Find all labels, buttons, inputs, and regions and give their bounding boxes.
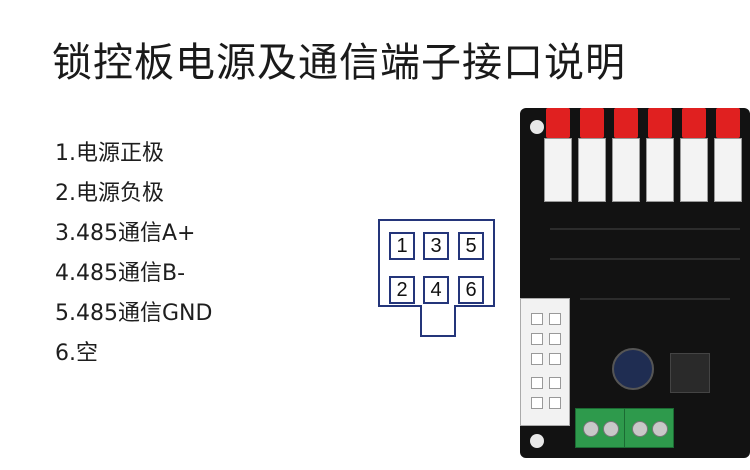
pin-2: 2 bbox=[389, 276, 415, 304]
regulator-chip bbox=[670, 353, 710, 393]
connector-key-tab bbox=[420, 305, 456, 337]
pcb-trace bbox=[550, 228, 740, 230]
mount-hole bbox=[530, 434, 544, 448]
green-terminal-block bbox=[624, 408, 674, 448]
white-connector bbox=[612, 138, 640, 202]
pin-5: 5 bbox=[458, 232, 484, 260]
pcb-trace bbox=[550, 258, 740, 260]
screw-icon bbox=[583, 421, 599, 437]
white-connector bbox=[578, 138, 606, 202]
white-connector bbox=[680, 138, 708, 202]
list-item: 6.空 bbox=[55, 341, 98, 366]
capacitor bbox=[612, 348, 654, 390]
white-connector bbox=[646, 138, 674, 202]
molex-cell bbox=[531, 313, 543, 325]
red-header bbox=[648, 108, 672, 138]
page-title: 锁控板电源及通信端子接口说明 bbox=[52, 40, 626, 86]
mount-hole bbox=[530, 120, 544, 134]
pcb-trace bbox=[580, 298, 730, 300]
red-header bbox=[716, 108, 740, 138]
screw-icon bbox=[603, 421, 619, 437]
pin-description-list: 1.电源正极 2.电源负极 3.485通信A+ 4.485通信B- 5.485通… bbox=[55, 134, 212, 374]
list-item: 3.485通信A+ bbox=[55, 221, 196, 246]
list-item: 5.485通信GND bbox=[55, 301, 213, 326]
molex-cell bbox=[549, 377, 561, 389]
molex-cell bbox=[531, 397, 543, 409]
pin-1: 1 bbox=[389, 232, 415, 260]
molex-cell bbox=[549, 313, 561, 325]
pin-6: 6 bbox=[458, 276, 484, 304]
list-item: 2.电源负极 bbox=[55, 181, 164, 206]
list-item: 4.485通信B- bbox=[55, 261, 186, 286]
molex-cell bbox=[531, 377, 543, 389]
molex-cell bbox=[549, 397, 561, 409]
white-connector bbox=[714, 138, 742, 202]
power-molex-connector bbox=[520, 298, 570, 426]
screw-icon bbox=[652, 421, 668, 437]
pin-4: 4 bbox=[423, 276, 449, 304]
molex-cell bbox=[531, 333, 543, 345]
red-header bbox=[614, 108, 638, 138]
white-connector bbox=[544, 138, 572, 202]
board-photo bbox=[520, 108, 750, 458]
red-header bbox=[682, 108, 706, 138]
list-item: 1.电源正极 bbox=[55, 141, 164, 166]
molex-cell bbox=[549, 353, 561, 365]
pin-3: 3 bbox=[423, 232, 449, 260]
molex-cell bbox=[549, 333, 561, 345]
red-header bbox=[580, 108, 604, 138]
red-header bbox=[546, 108, 570, 138]
molex-cell bbox=[531, 353, 543, 365]
screw-icon bbox=[632, 421, 648, 437]
green-terminal-block bbox=[575, 408, 625, 448]
